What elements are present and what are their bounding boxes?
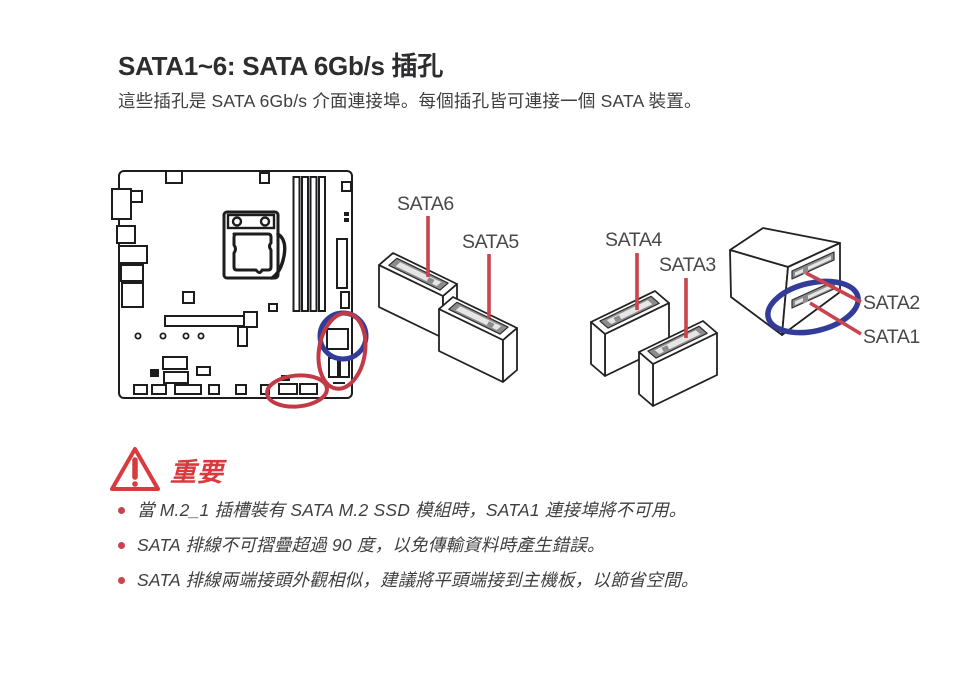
bullet-text: SATA 排線兩端接頭外觀相似，建議將平頭端接到主機板，以節省空間。 bbox=[137, 570, 699, 590]
ram-slots bbox=[292, 176, 326, 312]
sata2-pointer-line bbox=[805, 271, 862, 304]
motherboard-components bbox=[133, 170, 352, 395]
warning-triangle-icon bbox=[110, 447, 160, 491]
bullet-item-cable-end-note: SATA 排線兩端接頭外觀相似，建議將平頭端接到主機板，以節省空間。 bbox=[118, 569, 878, 591]
motherboard-io-ports bbox=[111, 188, 148, 308]
board-red-ellipse-horizontal-highlight bbox=[265, 373, 329, 409]
sata5-connector bbox=[438, 296, 518, 383]
sata6-sata5-connectors: SATA6 SATA5 bbox=[378, 193, 520, 383]
sata3-label: SATA3 bbox=[659, 254, 716, 276]
sata1-label: SATA1 bbox=[863, 326, 920, 348]
sata-connectors-diagram: SATA6 SATA5 SATA4 SATA3 bbox=[111, 170, 920, 409]
important-heading: 重要 bbox=[170, 457, 225, 487]
sata4-sata3-connectors: SATA4 SATA3 bbox=[590, 229, 718, 407]
onboard-sata-ports bbox=[278, 328, 350, 395]
bullet-text: SATA 排線不可摺疊超過 90 度，以免傳輸資料時產生錯誤。 bbox=[137, 535, 605, 555]
sata6-label: SATA6 bbox=[397, 193, 454, 215]
board-red-ellipse-vertical-highlight bbox=[316, 311, 368, 391]
bullet-dot bbox=[118, 507, 125, 514]
description-text: 這些插孔是 SATA 6Gb/s 介面連接埠。每個插孔皆可連接一個 SATA 裝… bbox=[118, 91, 702, 111]
sata2-label: SATA2 bbox=[863, 292, 920, 314]
sata5-label: SATA5 bbox=[462, 231, 519, 253]
sata1-pointer-line bbox=[809, 301, 862, 336]
bullet-item-m2-note: 當 M.2_1 插槽裝有 SATA M.2 SSD 模組時，SATA1 連接埠將… bbox=[118, 499, 878, 521]
motherboard-outline-diagram bbox=[111, 170, 369, 409]
sata1-blue-ellipse-highlight bbox=[765, 278, 861, 336]
bullet-dot bbox=[118, 542, 125, 549]
cpu-socket bbox=[222, 210, 287, 280]
bullet-item-cable-fold-note: SATA 排線不可摺疊超過 90 度，以免傳輸資料時產生錯誤。 bbox=[118, 534, 878, 556]
page-title: SATA1~6: SATA 6Gb/s 插孔 bbox=[118, 51, 443, 81]
sata4-label: SATA4 bbox=[605, 229, 662, 251]
sata2-sata1-connector-block: SATA2 SATA1 bbox=[729, 227, 920, 348]
sata2-slot bbox=[791, 251, 835, 280]
bullet-text: 當 M.2_1 插槽裝有 SATA M.2 SSD 模組時，SATA1 連接埠將… bbox=[137, 500, 687, 520]
important-bullet-list: 當 M.2_1 插槽裝有 SATA M.2 SSD 模組時，SATA1 連接埠將… bbox=[118, 499, 878, 604]
bullet-dot bbox=[118, 577, 125, 584]
